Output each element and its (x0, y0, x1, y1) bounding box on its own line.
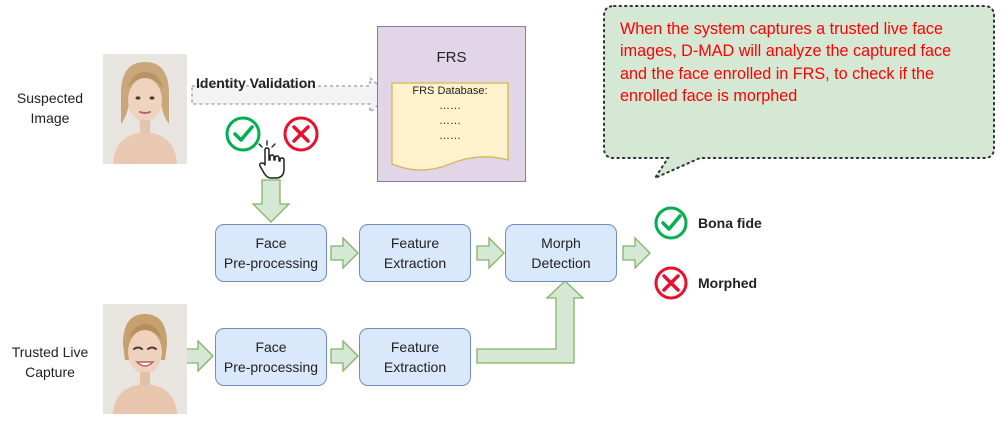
validation-down-arrow (251, 179, 291, 223)
bona-fide-check-icon (654, 206, 688, 240)
check-icon (225, 116, 261, 152)
arrow-feature-bottom-to-morph (476, 280, 585, 364)
morphed-cross-icon (654, 266, 688, 300)
arrow-feature-to-morph (476, 236, 505, 270)
morph-detection-label: Morph Detection (531, 235, 591, 271)
feature-extraction-label: Feature Extraction (383, 339, 447, 375)
morph-detection-box: Morph Detection (505, 224, 617, 282)
callout-bubble (603, 5, 995, 181)
morphed-label: Morphed (698, 275, 758, 291)
face-preprocessing-label: Face Pre-processing (223, 339, 319, 375)
feature-extraction-label: Feature Extraction (383, 235, 447, 271)
callout-text: When the system captures a trusted live … (620, 20, 952, 106)
arrow-morph-to-output (622, 236, 651, 270)
hand-pointer-icon (258, 140, 285, 179)
bona-fide-label: Bona fide (698, 215, 762, 231)
arrow-preprocess-to-feature-top (330, 236, 359, 270)
arrow-preprocess-to-feature-bottom (330, 339, 359, 373)
frs-title: FRS (436, 49, 467, 66)
face-preprocessing-label: Face Pre-processing (223, 235, 319, 271)
identity-validation-label: Identity Validation (196, 75, 316, 91)
frs-database-text: FRS Database: …… …… …… (391, 84, 509, 144)
face-preprocessing-box-top: Face Pre-processing (215, 224, 327, 282)
cross-icon (283, 116, 319, 152)
frs-entry: …… (439, 115, 461, 127)
suspected-face-photo (103, 54, 187, 164)
frs-database-document (391, 82, 509, 171)
frs-entry: …… (439, 100, 461, 112)
feature-extraction-box-bottom: Feature Extraction (359, 328, 471, 386)
suspected-image-label: Suspected Image (16, 90, 84, 126)
identity-validation-arrow (191, 76, 392, 114)
trusted-live-capture-label: Trusted Live Capture (11, 344, 89, 380)
arrow-trusted-to-preprocess (185, 339, 214, 373)
frs-database-label: FRS Database: (412, 85, 488, 97)
trusted-face-photo (103, 304, 187, 414)
frs-entry: …… (439, 130, 461, 142)
face-preprocessing-box-bottom: Face Pre-processing (215, 328, 327, 386)
feature-extraction-box-top: Feature Extraction (359, 224, 471, 282)
